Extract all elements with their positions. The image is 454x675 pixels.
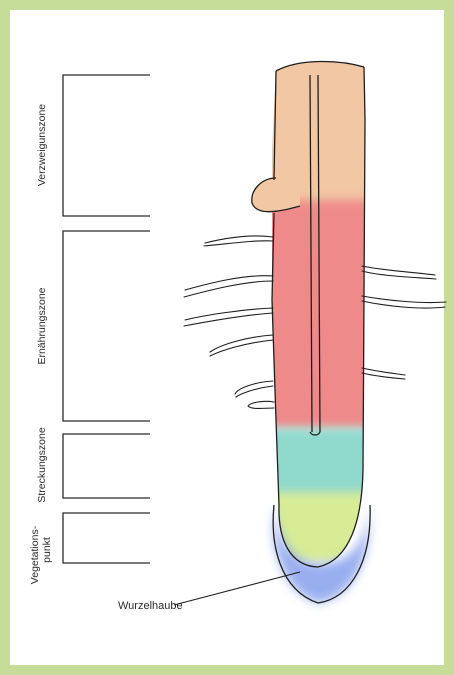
zone-label-vegetation-line2: punkt (41, 537, 53, 563)
zone-label-streckung: Streckungszone (36, 427, 48, 502)
zone-brackets (63, 75, 150, 563)
root-hair-left-1 (204, 236, 273, 246)
zone-label-vegetation-line1: Vegetations- (29, 525, 41, 584)
root-hair-left-2 (184, 276, 273, 297)
root-hair-right-3 (362, 368, 405, 379)
zone-label-ernaehrung: Ernährungszone (36, 287, 48, 364)
callout-wurzelhaube: Wurzelhaube (118, 600, 183, 612)
bracket-ernaehrung (63, 231, 150, 421)
root-hair-right-2 (362, 296, 446, 308)
bracket-vegetation (63, 513, 150, 563)
zone-label-verzweigung: Verzweigunszone (36, 104, 48, 186)
root-hair-left-3 (184, 308, 273, 326)
root-hair-left-5 (235, 381, 273, 397)
bracket-verzweigung (63, 75, 150, 216)
branch-bump-fill (252, 178, 300, 212)
root-hair-left-4 (210, 335, 273, 356)
bracket-streckung (63, 434, 150, 498)
root-hair-right-1 (362, 266, 436, 279)
callout-leader-line (174, 572, 300, 605)
root-hair-left-6 (248, 401, 274, 408)
